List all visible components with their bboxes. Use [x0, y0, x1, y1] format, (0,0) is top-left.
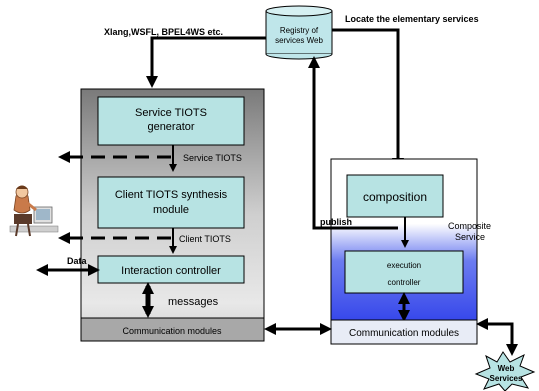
client-tiots-label: Client TIOTS	[179, 234, 231, 244]
composition-label: composition	[363, 190, 427, 204]
languages-label: Xlang,WSFL, BPEL4WS etc.	[104, 27, 223, 37]
publish-arrow	[308, 56, 398, 230]
generator-label-line1: Service TIOTS	[135, 107, 207, 119]
data-label: Data	[67, 256, 88, 266]
messages-label: messages	[168, 296, 219, 308]
execution-label-line1: execution	[387, 261, 421, 270]
service-tiots-generator-box	[97, 96, 245, 146]
synthesis-label-line1: Client TIOTS synthesis	[115, 189, 228, 201]
user-icon	[9, 185, 59, 237]
web-services-arrow	[476, 318, 518, 356]
publish-label: publish	[320, 217, 352, 227]
client-tiots-synthesis-box	[97, 176, 245, 229]
web-services-label-line1: Web	[498, 364, 515, 373]
right-communication-modules-bar	[330, 319, 478, 345]
registry-label-line1: Registry of	[280, 26, 319, 35]
spec-input-arrow	[146, 36, 266, 88]
generator-label-line2: generator	[147, 121, 194, 133]
interaction-controller-box	[97, 255, 245, 284]
composite-label-line2: Service	[455, 232, 485, 242]
left-communication-modules-label: Communication modules	[122, 326, 222, 336]
web-services-label-line2: Services	[490, 374, 523, 383]
execution-label-line2: controller	[388, 278, 421, 287]
composite-label-line1: Composite	[448, 221, 491, 231]
synthesis-label-line2: module	[153, 204, 189, 216]
composition-box	[346, 174, 444, 218]
right-communication-modules-label: Communication modules	[349, 328, 459, 339]
registry-label-line2: services Web	[275, 36, 323, 45]
locate-services-label: Locate the elementary services	[345, 14, 479, 24]
service-tiots-label: Service TIOTS	[183, 153, 242, 163]
registry-database: Registry of services Web	[265, 5, 333, 60]
execution-controller-box	[344, 250, 464, 294]
interaction-controller-label: Interaction controller	[121, 265, 221, 277]
locate-arrow	[332, 28, 404, 170]
web-services-burst: Web Services	[474, 351, 536, 391]
